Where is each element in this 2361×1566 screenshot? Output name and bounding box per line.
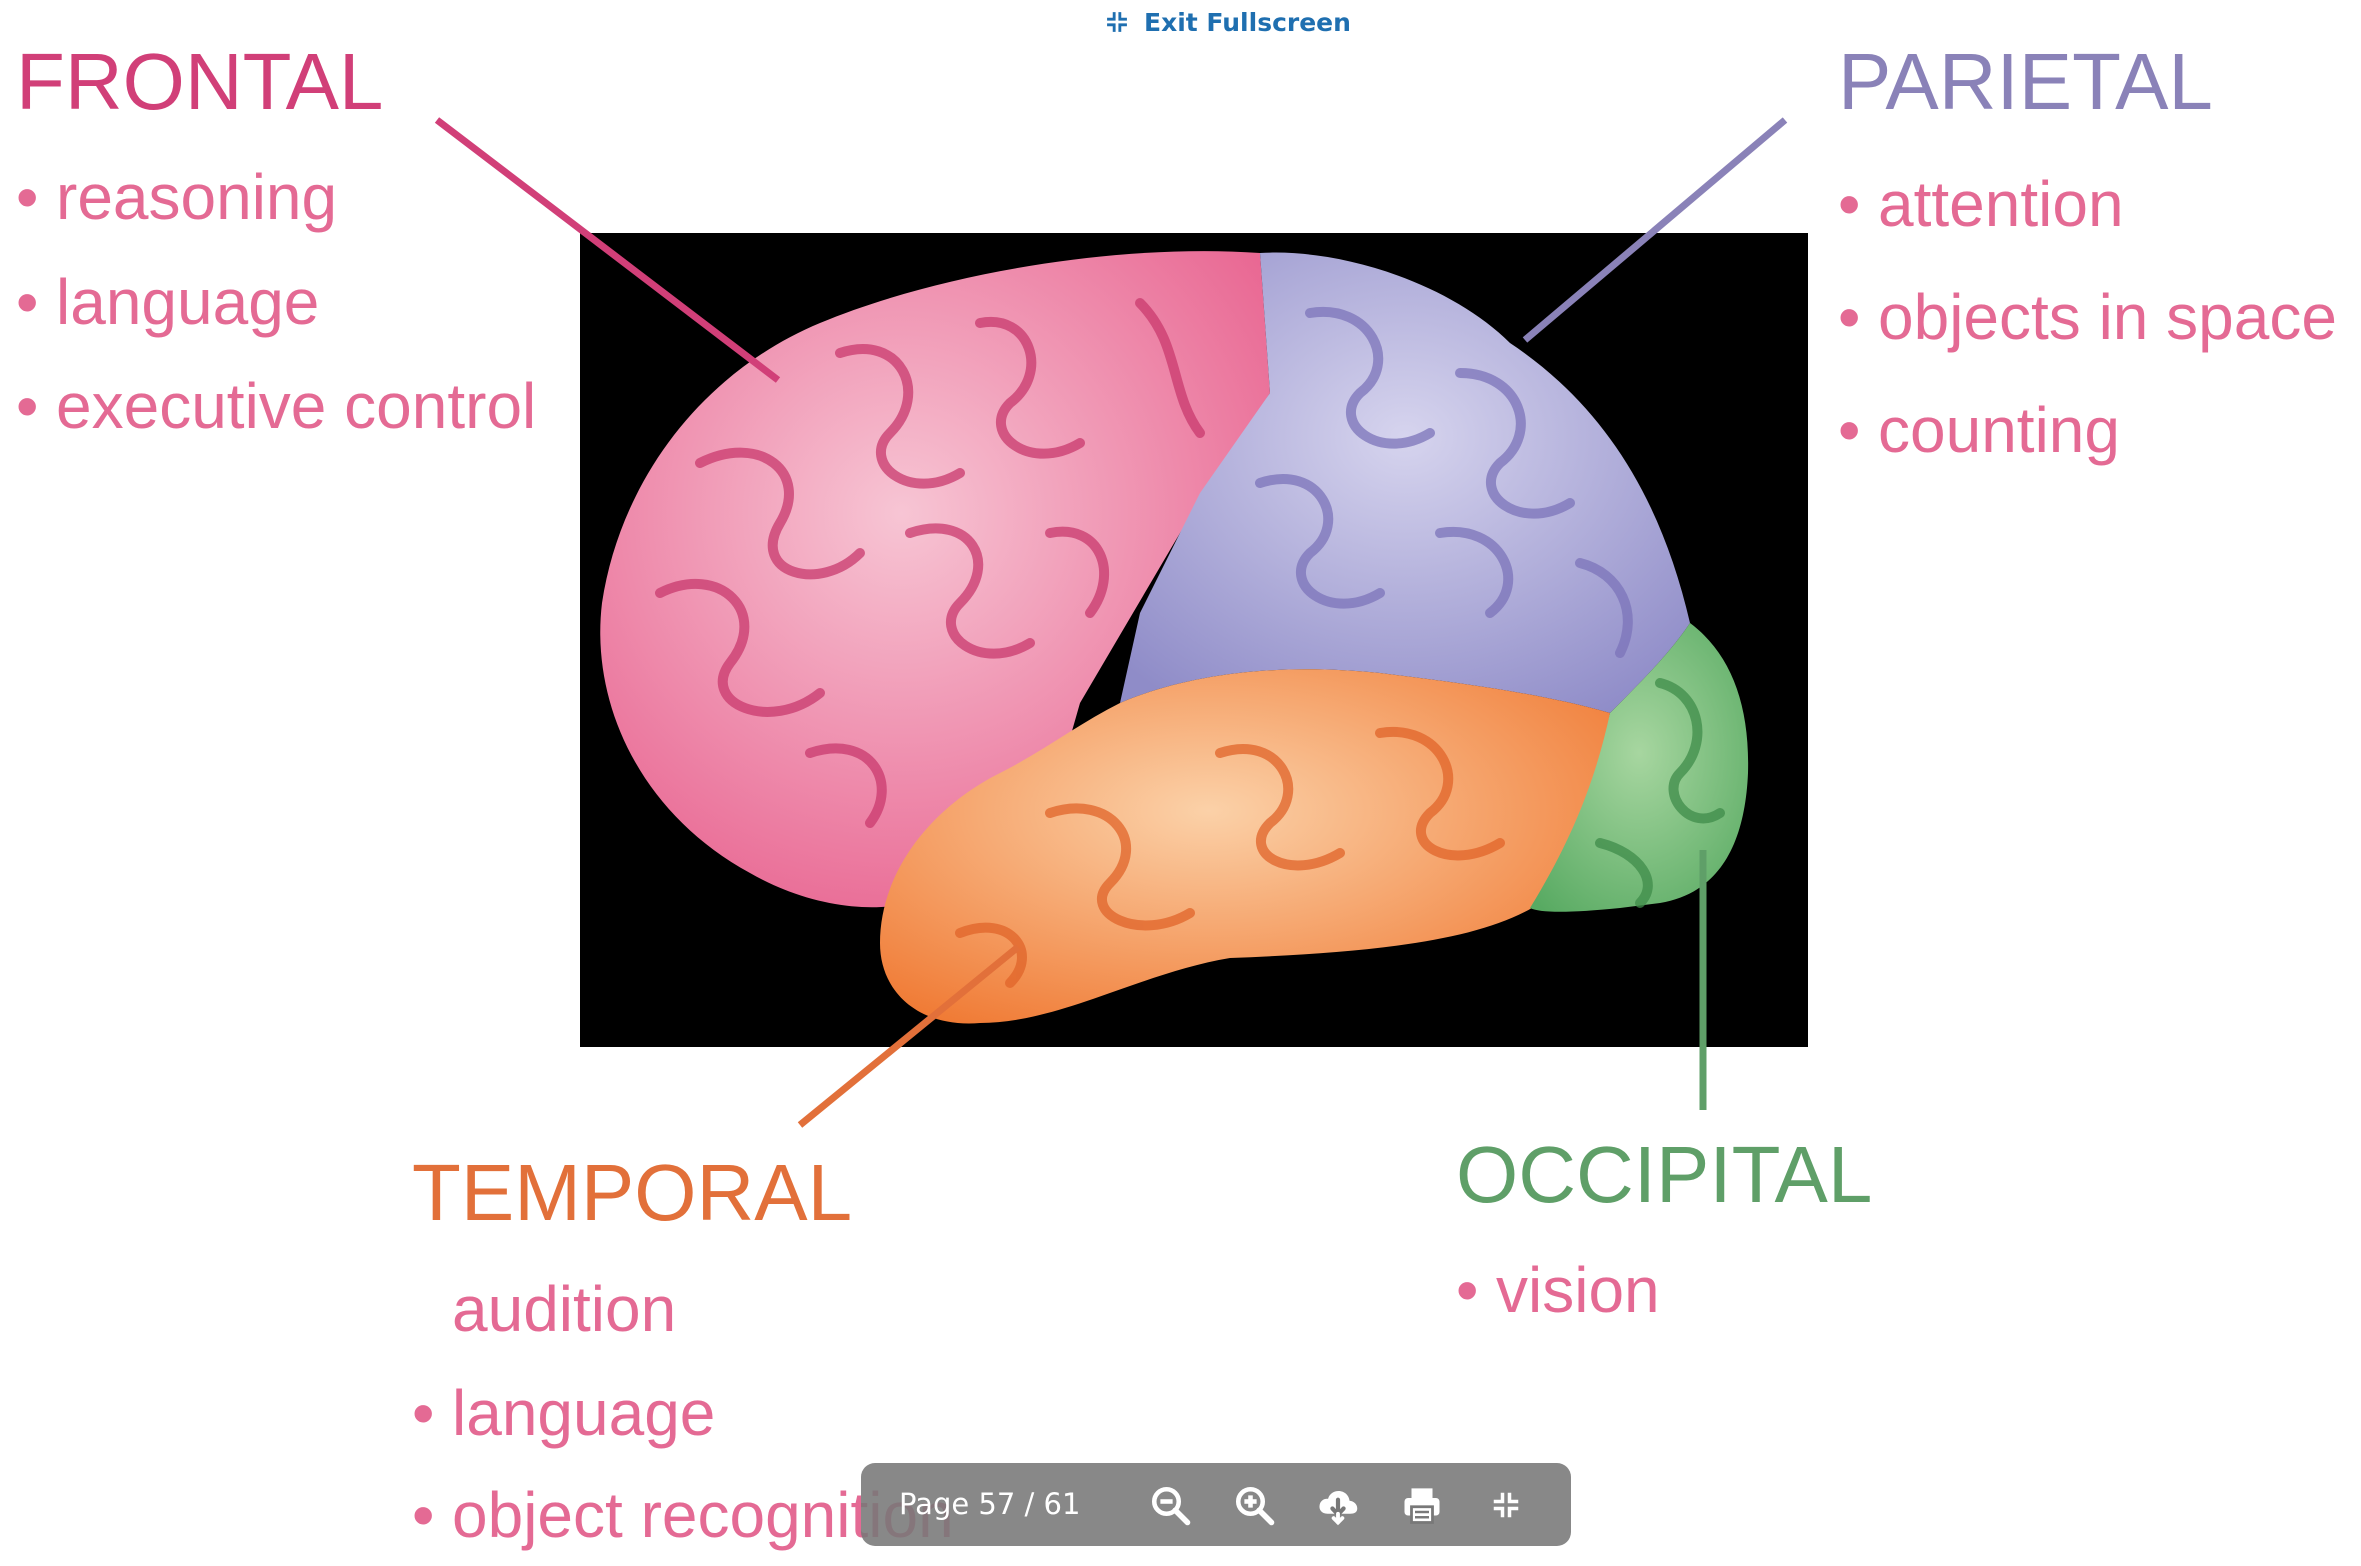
list-item: audition xyxy=(452,1273,677,1345)
zoom-out-button[interactable] xyxy=(1146,1481,1194,1529)
download-icon xyxy=(1319,1491,1358,1526)
list-item: •reasoning xyxy=(16,161,338,233)
list-item: •counting xyxy=(1838,394,2120,466)
list-item: •vision xyxy=(1456,1254,1660,1326)
print-button[interactable] xyxy=(1398,1481,1446,1529)
zoom-in-icon xyxy=(1235,1486,1275,1526)
temporal-lobe-region xyxy=(880,669,1610,1024)
exit-fullscreen-link[interactable]: Exit Fullscreen xyxy=(1100,2,1351,42)
occipital-lobe-region xyxy=(1530,623,1749,912)
occipital-title: OCCIPITAL xyxy=(1456,1130,1873,1219)
zoom-out-icon xyxy=(1151,1486,1191,1526)
viewer-toolbar: Page 57 / 61 xyxy=(861,1463,1571,1546)
download-button[interactable] xyxy=(1314,1481,1362,1529)
zoom-in-button[interactable] xyxy=(1230,1481,1278,1529)
list-item: •language xyxy=(412,1377,716,1449)
temporal-title: TEMPORAL xyxy=(412,1148,853,1237)
print-icon xyxy=(1404,1488,1440,1524)
frontal-lobe-region xyxy=(600,251,1270,908)
list-item: •attention xyxy=(1838,168,2124,240)
brain-illustration xyxy=(600,251,1749,1024)
list-item: •objects in space xyxy=(1838,281,2337,353)
list-item: •executive control xyxy=(16,370,537,442)
page-indicator: Page 57 / 61 xyxy=(899,1487,1081,1521)
brain-figure xyxy=(580,233,1808,1047)
frontal-title: FRONTAL xyxy=(16,37,384,126)
exit-fullscreen-icon xyxy=(1488,1487,1524,1523)
list-item: •language xyxy=(16,266,320,338)
parietal-title: PARIETAL xyxy=(1838,37,2213,126)
collapse-arrows-icon xyxy=(1102,7,1132,37)
exit-fullscreen-button[interactable] xyxy=(1482,1481,1530,1529)
exit-fullscreen-label: Exit Fullscreen xyxy=(1144,7,1351,37)
parietal-lobe-region xyxy=(1120,252,1690,713)
